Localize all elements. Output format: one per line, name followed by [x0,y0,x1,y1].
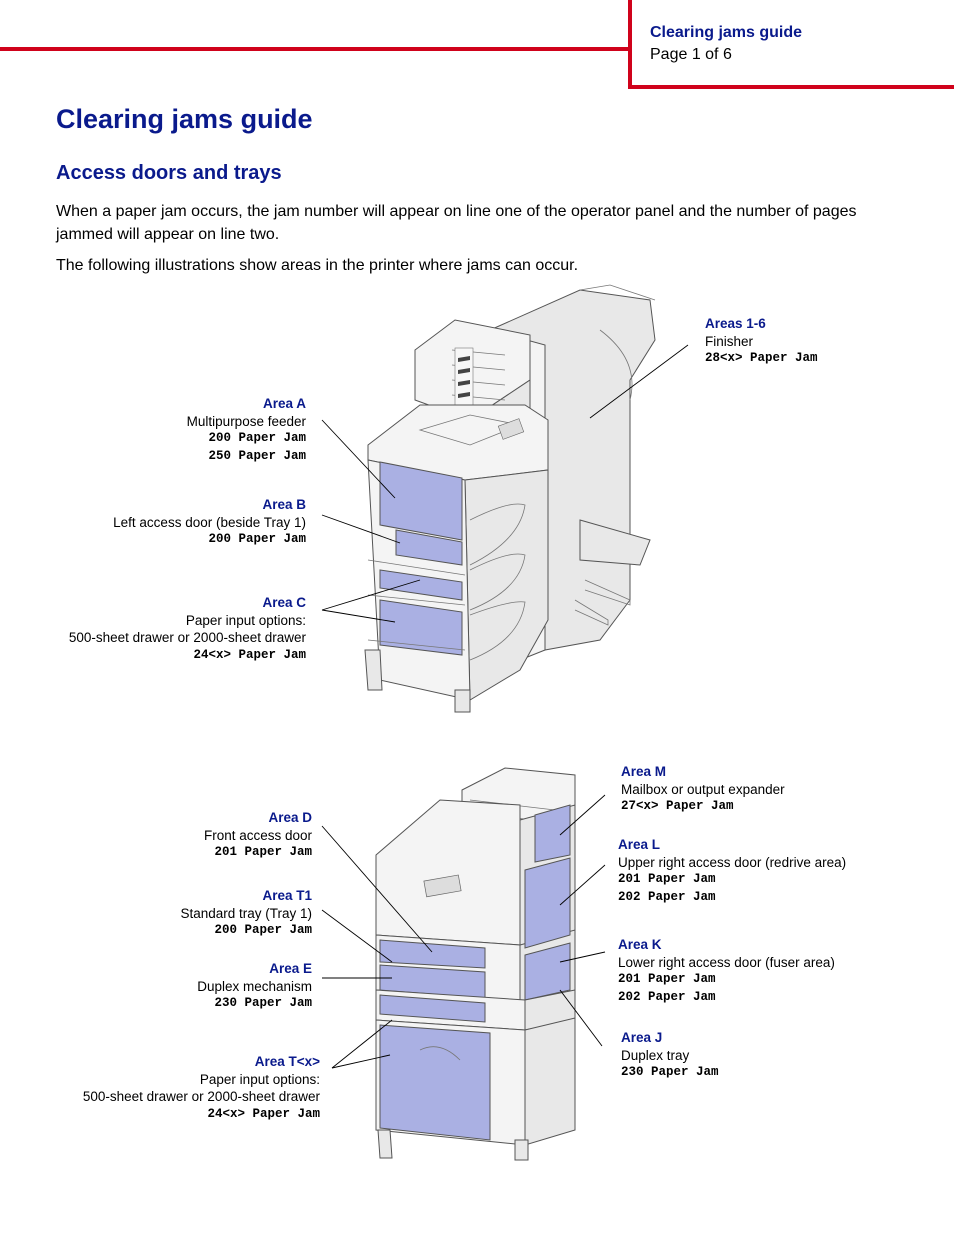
area-c-desc-2: 500-sheet drawer or 2000-sheet drawer [68,630,306,645]
area-m-code-1: 27<x> Paper Jam [621,799,734,813]
area-tx-drawer [379,1024,491,1141]
area-e-name: Area E [269,961,312,976]
area-j-desc: Duplex tray [621,1047,690,1063]
area-k-desc: Lower right access door (fuser area) [618,954,835,970]
areas-1-6-name: Areas 1-6 [705,316,766,331]
area-b-desc: Left access door (beside Tray 1) [113,514,306,530]
area-m-door [534,804,571,863]
area-j-name: Area J [621,1030,663,1045]
area-d-name: Area D [268,810,312,825]
area-d-code-1: 201 Paper Jam [214,845,312,859]
header-rule-bottom [628,85,954,89]
area-tx-desc-1: Paper input options: [199,1071,320,1087]
area-l-code-2: 202 Paper Jam [618,889,716,904]
area-tx-name: Area T<x> [254,1054,320,1069]
areas-1-6-desc: Finisher [705,333,754,349]
header-title: Clearing jams guide [650,24,803,41]
area-d-desc: Front access door [203,827,312,843]
printer-with-mailbox-drawing [321,767,606,1161]
area-l-callout: Area L Upper right access door (redrive … [618,836,846,906]
section-heading: Access doors and trays [56,162,282,184]
area-a-code-1: 200 Paper Jam [208,431,306,445]
area-tx-code-1: 24<x> Paper Jam [207,1106,320,1121]
area-l-door [524,857,571,949]
area-b-callout: Area B Left access door (beside Tray 1) … [113,496,306,549]
area-k-door [524,942,571,1001]
area-b-door [395,529,463,566]
intro-paragraph: When a paper jam occurs, the jam number … [56,203,857,243]
area-j-code-1: 230 Paper Jam [621,1065,719,1079]
area-e-desc: Duplex mechanism [197,978,312,994]
page-title: Clearing jams guide [56,104,313,134]
header-rule [0,47,632,51]
area-c-drawer-bottom [379,599,463,656]
header-page-number: Page 1 of 6 [650,46,732,63]
area-l-code-1: 201 Paper Jam [618,872,716,886]
area-t1-name: Area T1 [262,888,312,903]
area-c-code-1: 24<x> Paper Jam [193,647,306,662]
area-t1-desc: Standard tray (Tray 1) [180,905,312,921]
area-e-callout: Area E Duplex mechanism 230 Paper Jam [197,960,312,1013]
printer-with-finisher-drawing [321,284,689,713]
area-m-name: Area M [621,764,667,779]
illustrations-paragraph: The following illustrations show areas i… [56,257,579,274]
area-d-callout: Area D Front access door 201 Paper Jam [204,809,312,862]
area-a-name: Area A [262,396,306,411]
area-t1-callout: Area T1 Standard tray (Tray 1) 200 Paper… [180,887,312,940]
area-c-callout: Area C Paper input options: 500-sheet dr… [69,594,306,664]
area-tx-desc-2: 500-sheet drawer or 2000-sheet drawer [82,1089,320,1104]
area-a-desc: Multipurpose feeder [186,413,306,429]
area-k-name: Area K [618,937,662,952]
area-a-door [379,461,463,541]
area-c-desc-1: Paper input options: [185,612,306,628]
area-d-door [379,939,486,969]
area-tx-callout: Area T<x> Paper input options: 500-sheet… [83,1053,320,1123]
area-j-callout: Area J Duplex tray 230 Paper Jam [621,1029,719,1082]
area-a-callout: Area A Multipurpose feeder 200 Paper Jam… [187,395,306,465]
area-k-callout: Area K Lower right access door (fuser ar… [618,936,835,1006]
area-b-code-1: 200 Paper Jam [208,532,306,546]
area-b-name: Area B [262,497,306,512]
area-k-code-1: 201 Paper Jam [618,972,716,986]
area-l-name: Area L [618,837,661,852]
areas-1-6-callout: Areas 1-6 Finisher 28<x> Paper Jam [705,315,818,368]
areas-1-6-code-1: 28<x> Paper Jam [705,351,818,365]
area-c-name: Area C [262,595,306,610]
area-a-code-2: 250 Paper Jam [208,448,306,463]
area-l-desc: Upper right access door (redrive area) [618,854,847,870]
area-e-duplex [379,994,486,1023]
area-c-drawer-top [379,569,463,601]
area-t1-code-1: 200 Paper Jam [214,923,312,937]
area-e-code-1: 230 Paper Jam [214,996,312,1010]
header-rule-vertical [628,0,632,89]
area-m-callout: Area M Mailbox or output expander 27<x> … [621,763,785,816]
area-m-desc: Mailbox or output expander [621,781,785,797]
area-k-code-2: 202 Paper Jam [618,989,716,1004]
